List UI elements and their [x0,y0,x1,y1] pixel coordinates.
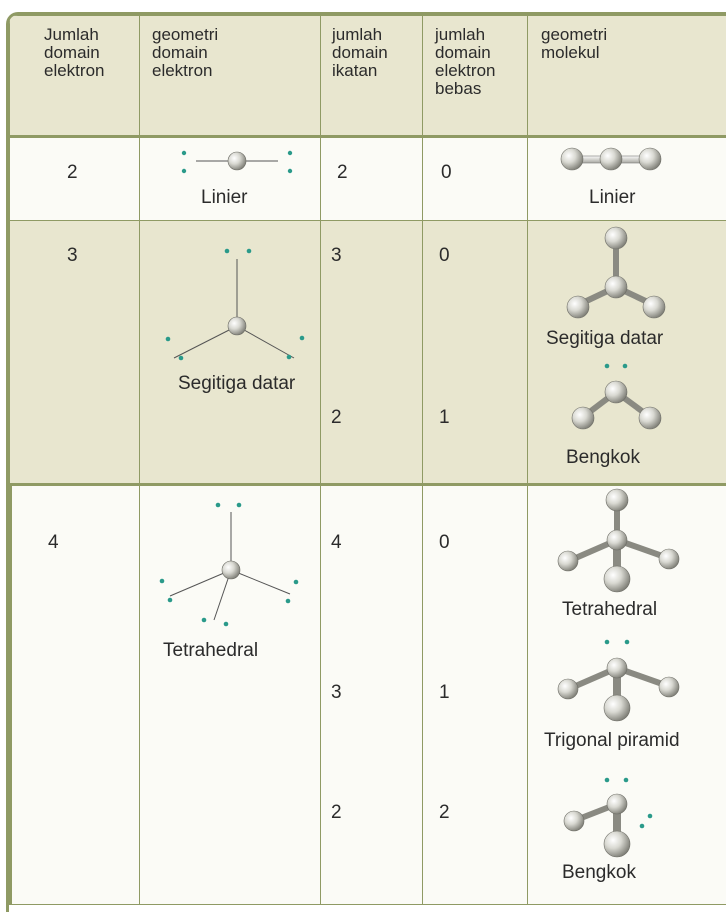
domain-elektron-value: 4 [48,532,59,554]
cell-geometri-domain: Segitiga datar [140,221,321,485]
cell-elektron-bebas: 0 1 2 [423,485,528,905]
cell-geometri-molekul: Tetrahedral Trigonal piramid [528,485,726,905]
elektron-bebas-value: 2 [439,802,450,824]
cell-geometri-domain: Linier [140,137,321,221]
elektron-bebas-value: 0 [439,532,450,554]
domain-ikatan-value: 3 [331,245,342,267]
domain-ikatan-value: 2 [331,802,342,824]
cell-domain-elektron: 4 [10,485,140,905]
domain-ikatan-value: 2 [331,407,342,429]
elektron-bebas-value: 1 [439,682,450,704]
geometri-domain-label: Linier [201,187,247,209]
atom-ball-icon [222,561,240,579]
cell-domain-ikatan: 3 2 [321,221,423,485]
atom-ball-icon [228,152,246,170]
table-row: 3 Segitiga datar 3 2 0 1 [10,221,726,485]
bent-molecule-icon [528,486,726,906]
linear-molecule-icon [528,138,726,222]
row-left-border [9,486,12,904]
domain-ikatan-value: 3 [331,682,342,704]
domain-ikatan-value: 4 [331,532,342,554]
cell-domain-elektron: 3 [10,221,140,485]
cell-geometri-molekul: Segitiga datar Bengkok [528,221,726,485]
cell-elektron-bebas: 0 1 [423,221,528,485]
geometri-molekul-label: Bengkok [562,862,636,884]
domain-elektron-value: 3 [67,245,78,267]
cell-domain-elektron: 2 [10,137,140,221]
atom-ball-icon [228,317,246,335]
bent-molecule-icon [528,221,726,485]
geometri-molekul-label: Bengkok [566,447,640,469]
elektron-bebas-value: 0 [439,245,450,267]
cell-elektron-bebas: 0 [423,137,528,221]
cell-domain-ikatan: 4 3 2 [321,485,423,905]
domain-elektron-value: 2 [67,162,78,184]
elektron-bebas-value: 1 [439,407,450,429]
geometri-molekul-label: Linier [589,187,635,209]
elektron-bebas-value: 0 [441,162,452,184]
linear-domain-icon [140,138,321,222]
cell-geometri-molekul: Linier [528,137,726,221]
geometri-domain-label: Tetrahedral [163,640,258,662]
geometri-domain-label: Segitiga datar [178,373,295,395]
tetrahedral-domain-icon [140,486,321,906]
table-row: 4 Tetrahedral 4 3 2 0 1 2 [10,485,726,905]
domain-ikatan-value: 2 [337,162,348,184]
cell-domain-ikatan: 2 [321,137,423,221]
cell-geometri-domain: Tetrahedral [140,485,321,905]
table-row: 2 Linier 2 0 Linier [10,137,726,221]
trigonal-planar-domain-icon [140,221,321,485]
